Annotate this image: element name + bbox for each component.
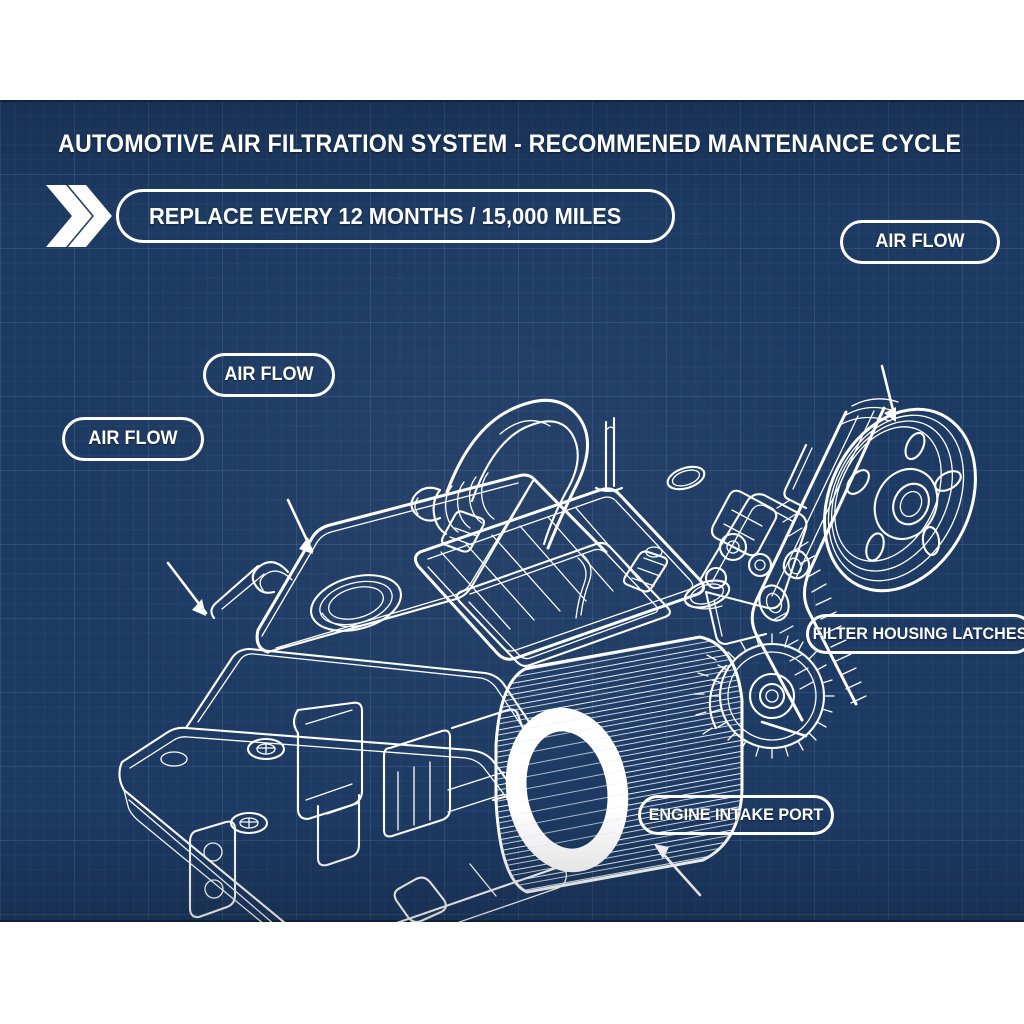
intake-snorkel-tube: [410, 398, 624, 550]
callout-air-flow-mid: AIR FLOW: [203, 353, 335, 397]
small-toothed-gear: [709, 633, 835, 759]
leader-filter-housing-latches: [760, 720, 808, 738]
callout-label: FILTER HOUSING LATCHES: [812, 624, 1024, 643]
mount-boss-b: [229, 811, 269, 835]
housing-latch-center: [440, 510, 486, 553]
filter-housing-cover: [210, 465, 731, 668]
gear-teeth: [709, 633, 835, 759]
double-chevron-right-icon: [46, 185, 112, 247]
page-title: AUTOMOTIVE AIR FILTRATION SYSTEM - RECOM…: [58, 130, 962, 158]
callout-label: AIR FLOW: [224, 364, 314, 385]
timing-belt-assembly: [693, 398, 977, 759]
side-bracket: [188, 820, 237, 919]
housing-latch-right: [622, 546, 669, 593]
callout-air-flow-right: AIR FLOW: [840, 220, 1000, 264]
maintenance-interval-text: REPLACE EVERY 12 MONTHS / 15,000 MILES: [149, 202, 622, 229]
callout-filter-housing-latches: FILTER HOUSING LATCHES: [806, 614, 1024, 654]
mount-boss-a: [246, 737, 286, 761]
filter-end-cap: [505, 707, 629, 873]
accessory-block: [698, 489, 808, 646]
callout-engine-intake-port: ENGINE INTAKE PORT: [638, 795, 834, 835]
cover-recess: [310, 574, 402, 632]
leader-lines: [166, 364, 897, 897]
callout-label: AIR FLOW: [875, 231, 965, 252]
engine-line-drawing: .l { fill:none; stroke:#ffffff; stroke-w…: [0, 100, 1024, 922]
large-drive-pulley: [823, 398, 977, 593]
maintenance-interval-pill: REPLACE EVERY 12 MONTHS / 15,000 MILES: [116, 189, 676, 243]
callout-label: AIR FLOW: [88, 428, 178, 449]
band-edge-bottom: [0, 920, 1024, 922]
callout-air-flow-left: AIR FLOW: [62, 417, 204, 461]
band-edge-top: [0, 100, 1024, 102]
callout-label: ENGINE INTAKE PORT: [648, 805, 824, 824]
snorkel-bellows: [432, 472, 495, 536]
